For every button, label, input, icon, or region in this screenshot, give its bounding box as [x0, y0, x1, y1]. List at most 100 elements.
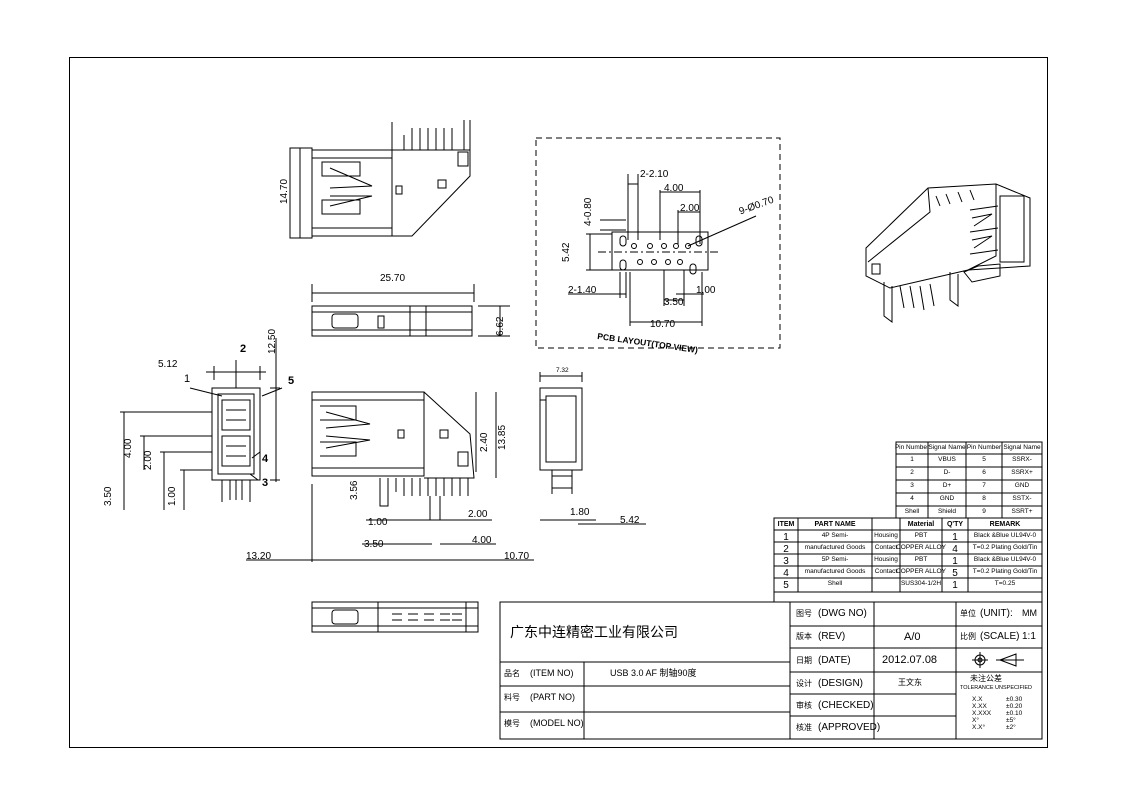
pin-table-lines — [895, 441, 1043, 519]
checked-en: (CHECKED) — [818, 700, 874, 711]
callout-3: 3 — [262, 477, 269, 489]
pcb-dim-2-10: 2-2.10 — [640, 169, 669, 180]
pin-table-cell: D+ — [942, 482, 952, 489]
bom-table-lines — [773, 517, 1043, 603]
tolerance-key: X.XX — [972, 703, 987, 710]
tolerance-value: ±0.20 — [1006, 703, 1023, 710]
dim-2-00: 2.00 — [143, 450, 154, 470]
part-en: (PART NO) — [530, 692, 576, 702]
tolerance-value: ±5° — [1006, 717, 1016, 724]
checked-label: 审核 — [796, 701, 812, 710]
design-value: 王文东 — [898, 678, 922, 687]
bom-part-name: 4P Semi- — [821, 532, 849, 539]
dim-4-00-b: 4.00 — [472, 535, 492, 546]
date-en: (DATE) — [818, 655, 851, 666]
dim-3-50-b: 3.50 — [364, 539, 384, 550]
item-en: (ITEM NO) — [530, 668, 574, 678]
pin-table-cell: SSTX- — [1012, 495, 1032, 502]
bom-item: 5 — [783, 580, 789, 591]
pin-table-cell: 1 — [910, 456, 914, 463]
company-name: 广东中连精密工业有限公司 — [510, 624, 678, 640]
pin-table-cell: 5 — [982, 456, 986, 463]
dim-7-32: 7.32 — [556, 367, 569, 374]
scale-label: 比例 — [960, 632, 976, 641]
projection-symbol — [972, 652, 1024, 668]
unit-label: 单位 — [960, 609, 976, 618]
side-view — [311, 284, 510, 337]
bom-material: COPPER ALLOY — [896, 568, 946, 575]
part-label: 料号 — [504, 693, 520, 702]
pin-table-header: Pin Number — [894, 444, 930, 451]
rev-value: A/0 — [904, 631, 921, 643]
bom-table-header: REMARK — [989, 521, 1021, 528]
model-en: (MODEL NO) — [530, 718, 584, 728]
dim-4-00: 4.00 — [123, 438, 134, 458]
bom-table-header: ITEM — [777, 521, 795, 528]
rev-en: (REV) — [818, 631, 846, 642]
front-view — [120, 338, 283, 510]
bom-table-header: Q'TY — [946, 521, 964, 528]
bom-remark: T=0.2 Plating Gold/Tin — [972, 544, 1038, 551]
bottom-view — [311, 601, 479, 633]
bom-table-header: Material — [907, 521, 935, 528]
bom-qty: 1 — [952, 556, 958, 567]
bom-remark: Black &Blue UL94V-0 — [973, 556, 1037, 563]
bom-part-kind: Housing — [874, 532, 898, 539]
pin-table-cell: Shield — [937, 508, 957, 515]
pin-table-cell: 9 — [982, 508, 986, 515]
pcb-dim-2-00: 2.00 — [680, 203, 700, 214]
dim-13-20: 13.20 — [246, 551, 272, 562]
bom-remark: T=0.25 — [994, 580, 1016, 587]
tolerance-title: 未注公差 — [970, 674, 1002, 683]
pcb-dim-1-00: 1.00 — [696, 285, 716, 296]
tolerance-value: ±2° — [1006, 724, 1016, 731]
pin-table-header: Signal Name — [928, 444, 966, 451]
date-value: 2012.07.08 — [882, 654, 938, 666]
dim-3-56: 3.56 — [349, 480, 360, 500]
dim-14-70: 14.70 — [279, 178, 290, 204]
callout-1: 1 — [184, 373, 191, 385]
unit-en: (UNIT): — [980, 608, 1013, 619]
pin-table-cell: 6 — [982, 469, 986, 476]
dwg-no-label: 图号 — [796, 609, 812, 618]
bom-material: PBT — [914, 532, 928, 539]
pin-table-cell: 8 — [982, 495, 986, 502]
tolerance-key: X° — [972, 717, 979, 724]
bom-qty: 1 — [952, 580, 958, 591]
pin-table-cell: Shell — [904, 508, 920, 515]
bom-part-name: 5P Semi- — [821, 556, 849, 563]
pcb-dim-4-00: 4.00 — [664, 183, 684, 194]
pin-table-cell: 4 — [910, 495, 914, 502]
section-view — [246, 391, 534, 562]
bom-material: PBT — [914, 556, 928, 563]
pcb-dim-2-1-40: 2-1.40 — [568, 285, 597, 296]
tolerance-value: ±0.10 — [1006, 710, 1023, 717]
pin-table-cell: 2 — [910, 469, 914, 476]
pcb-dim-5-42: 5.42 — [561, 242, 572, 262]
bom-item: 4 — [783, 568, 789, 579]
dim-1-00: 1.00 — [167, 486, 178, 506]
bom-remark: Black &Blue UL94V-0 — [973, 532, 1037, 539]
bom-item: 2 — [783, 544, 789, 555]
tolerance-key: X.X — [972, 696, 983, 703]
bom-part-kind: Contact — [874, 568, 898, 575]
item-label: 品名 — [504, 669, 520, 678]
bom-material: SUS304-1/2H — [900, 580, 942, 587]
pcb-layout-view — [535, 137, 781, 349]
pcb-dim-10-70: 10.70 — [650, 319, 676, 330]
dim-3-50: 3.50 — [103, 486, 114, 506]
top-view — [289, 120, 471, 239]
pin-table-cell: 3 — [910, 482, 914, 489]
dim-5-12: 5.12 — [158, 359, 178, 370]
pin-table-cell: SSRT+ — [1011, 508, 1033, 515]
end-view — [539, 372, 646, 525]
bom-part-name: manufactured Goods — [804, 544, 866, 551]
tolerance-value: ±0.30 — [1006, 696, 1023, 703]
bom-part-name: Shell — [827, 580, 843, 587]
dim-12-50: 12.50 — [267, 328, 278, 354]
isometric-view — [865, 183, 1031, 323]
bom-item: 1 — [783, 532, 789, 543]
bom-part-kind: Housing — [874, 556, 898, 563]
